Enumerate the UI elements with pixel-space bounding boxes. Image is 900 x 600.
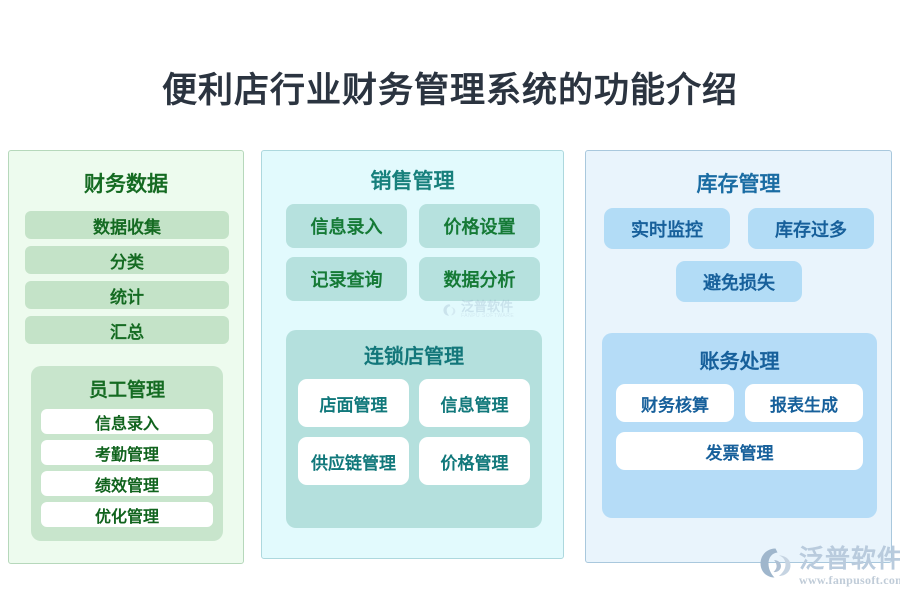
panel-inventory-management: 库存管理 实时监控 库存过多 避免损失 账务处理 财务核算 报表生成 发票管理: [585, 150, 892, 563]
page-title: 便利店行业财务管理系统的功能介绍: [161, 71, 738, 110]
chain-store-item-store-management[interactable]: 店面管理: [298, 379, 409, 427]
sales-item-record-query[interactable]: 记录查询: [286, 257, 407, 301]
accounting-item-financial-accounting[interactable]: 财务核算: [616, 384, 734, 422]
sales-management-item-grid: 信息录入 价格设置 记录查询 数据分析: [286, 204, 540, 301]
employee-item-performance-management[interactable]: 绩效管理: [41, 471, 213, 496]
employee-item-information-entry[interactable]: 信息录入: [41, 409, 213, 434]
subpanel-chain-store-management-header: 连锁店管理: [364, 346, 464, 368]
employee-item-attendance-management[interactable]: 考勤管理: [41, 440, 213, 465]
panel-finance-data-header: 财务数据: [84, 173, 168, 196]
finance-item-data-collection[interactable]: 数据收集: [25, 211, 229, 239]
inventory-item-avoid-loss[interactable]: 避免损失: [676, 261, 802, 302]
fanpu-logo-icon: [760, 548, 791, 578]
panel-sales-management-header: 销售管理: [370, 170, 455, 193]
chain-store-item-grid: 店面管理 信息管理 供应链管理 价格管理: [286, 379, 542, 485]
panel-sales-management: 销售管理 信息录入 价格设置 记录查询 数据分析 连锁店管理 店面管理 信息管理…: [261, 150, 564, 559]
finance-item-statistics[interactable]: 统计: [25, 281, 229, 309]
employee-item-optimization-management[interactable]: 优化管理: [41, 502, 213, 527]
accounting-item-row-top: 财务核算 报表生成: [616, 384, 863, 422]
subpanel-employee-management: 员工管理 信息录入 考勤管理 绩效管理 优化管理: [31, 366, 223, 541]
brand-logo-textblock: 泛普软件 www.fanpusoft.com: [799, 545, 900, 588]
subpanel-chain-store-management: 连锁店管理 店面管理 信息管理 供应链管理 价格管理: [286, 330, 542, 528]
subpanel-employee-management-header: 员工管理: [88, 380, 165, 401]
subpanel-accounting-processing: 账务处理 财务核算 报表生成 发票管理: [602, 333, 877, 518]
sales-item-data-analysis[interactable]: 数据分析: [419, 257, 540, 301]
sales-item-information-entry[interactable]: 信息录入: [286, 204, 407, 248]
inventory-item-row-bottom: 避免损失: [604, 261, 874, 302]
accounting-item-list: 财务核算 报表生成 发票管理: [602, 384, 877, 470]
employee-management-item-list: 信息录入 考勤管理 绩效管理 优化管理: [31, 409, 223, 527]
inventory-item-excess-stock[interactable]: 库存过多: [748, 208, 874, 249]
panel-finance-data: 财务数据 数据收集 分类 统计 汇总 员工管理 信息录入 考勤管理 绩效管理 优…: [8, 150, 244, 564]
brand-logo-url: www.fanpusoft.com: [799, 573, 900, 587]
chain-store-item-price-management[interactable]: 价格管理: [419, 437, 530, 485]
accounting-item-report-generation[interactable]: 报表生成: [745, 384, 863, 422]
chain-store-item-information-management[interactable]: 信息管理: [419, 379, 530, 427]
panel-inventory-management-header: 库存管理: [696, 173, 781, 196]
inventory-item-realtime-monitoring[interactable]: 实时监控: [604, 208, 730, 249]
finance-item-summary[interactable]: 汇总: [25, 316, 229, 344]
chain-store-item-supply-chain-management[interactable]: 供应链管理: [298, 437, 409, 485]
finance-data-item-list: 数据收集 分类 统计 汇总: [25, 211, 229, 351]
finance-item-classification[interactable]: 分类: [25, 246, 229, 274]
brand-logo: 泛普软件 www.fanpusoft.com: [760, 546, 900, 587]
inventory-management-item-grid: 实时监控 库存过多 避免损失: [604, 208, 874, 302]
brand-logo-name: 泛普软件: [799, 545, 900, 573]
inventory-item-row-top: 实时监控 库存过多: [604, 208, 874, 249]
accounting-item-invoice-management[interactable]: 发票管理: [616, 432, 863, 470]
sales-item-price-setting[interactable]: 价格设置: [419, 204, 540, 248]
subpanel-accounting-processing-header: 账务处理: [699, 351, 780, 373]
